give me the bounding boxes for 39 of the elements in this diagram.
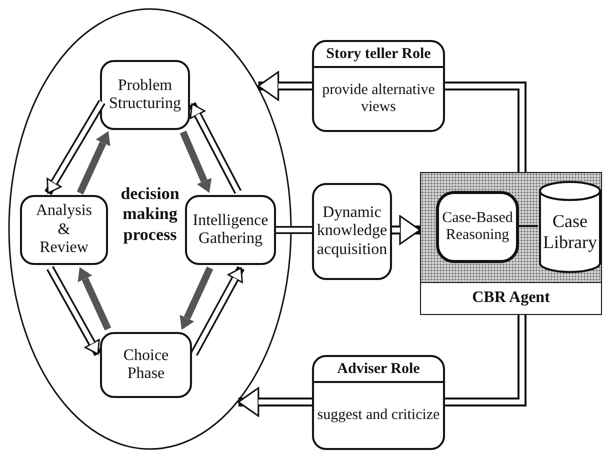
- node-label: Dynamic knowledge acquisition: [316, 204, 388, 260]
- node-label: suggest and criticize: [317, 407, 440, 424]
- arrow: [180, 266, 214, 330]
- connector-line: [518, 225, 538, 227]
- node-label: Story teller Role: [326, 46, 431, 64]
- connector-line: [276, 226, 312, 234]
- arrow: [258, 71, 312, 101]
- connector-line: [445, 315, 526, 406]
- role-box: [312, 355, 445, 450]
- arrow: [44, 100, 106, 196]
- node-label: Case-Based Reasoning: [442, 210, 513, 244]
- node-label: Choice Phase: [122, 346, 170, 384]
- arrow: [392, 215, 421, 245]
- process-box: [312, 183, 392, 280]
- node-label: Problem Structuring: [108, 76, 182, 114]
- process-box: [185, 195, 276, 265]
- node-label: Analysis & Review: [35, 202, 93, 258]
- center-title: decision making process: [120, 184, 180, 246]
- process-box: [100, 60, 190, 130]
- database-cylinder: [539, 181, 601, 273]
- node-label: provide alternative views: [321, 82, 436, 116]
- node-label: Intelligence Gathering: [192, 212, 270, 248]
- agent-box: [420, 172, 602, 315]
- arrow: [78, 267, 112, 330]
- process-box: [100, 332, 192, 398]
- arrow: [46, 266, 102, 356]
- arrow: [76, 131, 110, 194]
- arrow: [238, 387, 312, 417]
- arrow: [180, 130, 212, 193]
- process-ellipse: [8, 8, 292, 450]
- process-box: [20, 195, 108, 265]
- process-box: [436, 191, 519, 263]
- node-label: CBR Agent: [472, 288, 550, 308]
- arrow: [190, 266, 245, 356]
- arrow: [188, 102, 242, 194]
- node-label: Case Library: [542, 211, 598, 252]
- role-box: [312, 40, 445, 132]
- node-label: Adviser Role: [337, 361, 420, 378]
- connector-line: [445, 82, 526, 172]
